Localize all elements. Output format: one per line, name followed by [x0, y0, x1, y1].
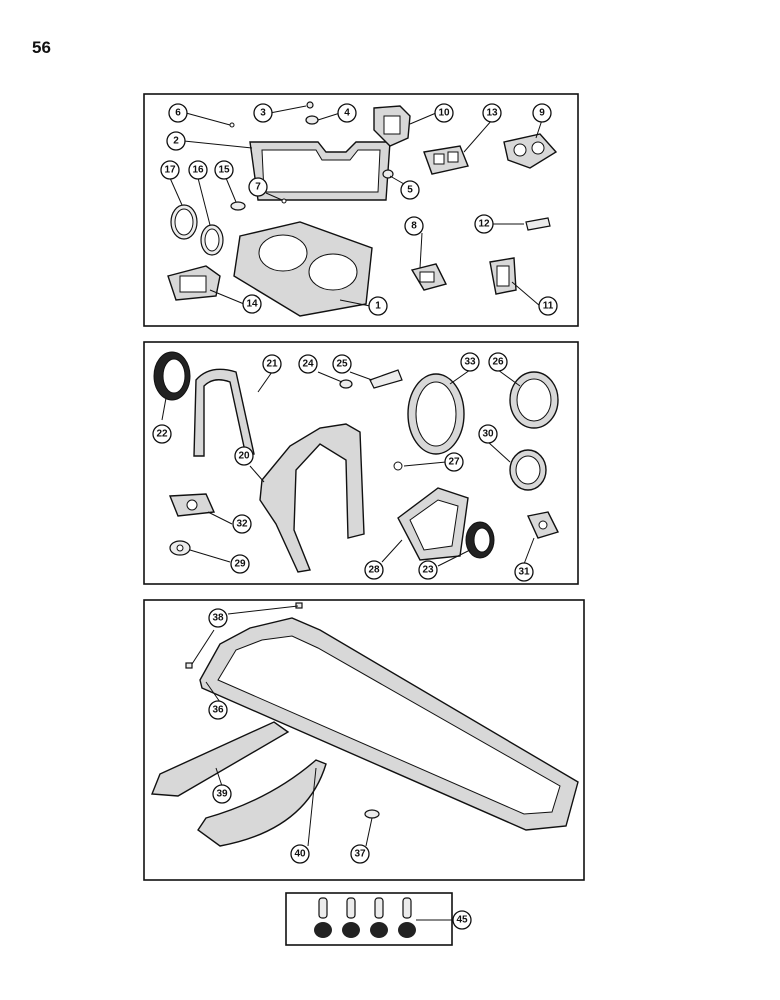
callout-label: 12 [478, 219, 490, 230]
callout-label: 4 [344, 108, 350, 119]
callout-label: 21 [266, 359, 278, 370]
callout-33: 33 [460, 352, 480, 372]
callout-21: 21 [262, 354, 282, 374]
callout-label: 25 [336, 359, 348, 370]
callout-label: 6 [175, 108, 181, 119]
callout-label: 13 [486, 108, 498, 119]
callout-label: 23 [422, 565, 434, 576]
callout-29: 29 [230, 554, 250, 574]
plate-gasket [397, 487, 469, 561]
callout-15: 15 [214, 160, 234, 180]
callout-label: 30 [482, 429, 494, 440]
callout-38: 38 [208, 608, 228, 628]
callout-label: 3 [260, 108, 266, 119]
callout-label: 20 [238, 451, 250, 462]
page-number: 56 [32, 38, 51, 57]
manifold-gaskets [167, 105, 558, 301]
callout-17: 17 [160, 160, 180, 180]
small-flange-gaskets [168, 369, 559, 556]
callout-13: 13 [482, 103, 502, 123]
rocker-cover-gasket [249, 141, 391, 201]
callout-39: 39 [212, 784, 232, 804]
callout-label: 31 [518, 567, 530, 578]
callout-label: 39 [216, 789, 228, 800]
callout-label: 11 [543, 301, 554, 312]
callout-label: 38 [212, 613, 224, 624]
callout-label: 2 [173, 136, 179, 147]
callout-27: 27 [444, 452, 464, 472]
callout-label: 16 [192, 165, 204, 176]
callout-label: 29 [234, 559, 246, 570]
callout-label: 17 [164, 165, 176, 176]
callout-label: 33 [464, 357, 476, 368]
callout-40: 40 [290, 844, 310, 864]
callout-16: 16 [188, 160, 208, 180]
callout-5: 5 [400, 180, 420, 200]
callout-2: 2 [166, 131, 186, 151]
timing-cover-gasket [259, 423, 365, 573]
callout-3: 3 [253, 103, 273, 123]
callout-7: 7 [248, 177, 268, 197]
callout-6: 6 [168, 103, 188, 123]
cylinder-head-gasket [233, 221, 373, 317]
callout-9: 9 [532, 103, 552, 123]
oil-pan-gasket [199, 617, 579, 831]
panel-kit [285, 892, 453, 946]
callout-label: 10 [438, 108, 450, 119]
callout-label: 14 [246, 299, 258, 310]
callout-8: 8 [404, 216, 424, 236]
callout-label: 8 [411, 221, 417, 232]
front-seal [465, 521, 495, 559]
callout-31: 31 [514, 562, 534, 582]
callout-45: 45 [452, 910, 472, 930]
callout-label: 26 [492, 357, 504, 368]
callout-22: 22 [152, 424, 172, 444]
callout-label: 15 [218, 165, 230, 176]
rear-crank-seal [153, 351, 191, 401]
callout-11: 11 [538, 296, 558, 316]
callout-37: 37 [350, 844, 370, 864]
callout-label: 45 [456, 915, 468, 926]
valve-stem-seals [314, 897, 416, 938]
round-flange-gaskets [393, 371, 559, 491]
callout-25: 25 [332, 354, 352, 374]
small-washers [229, 101, 394, 211]
callout-label: 28 [368, 565, 380, 576]
leader-lines [161, 105, 543, 921]
callout-label: 27 [448, 457, 460, 468]
callout-20: 20 [234, 446, 254, 466]
callout-label: 40 [294, 849, 306, 860]
callout-label: 32 [236, 519, 248, 530]
callout-1: 1 [368, 296, 388, 316]
callout-26: 26 [488, 352, 508, 372]
seal-rings [170, 204, 224, 256]
callout-28: 28 [364, 560, 384, 580]
callout-label: 22 [156, 429, 168, 440]
callout-30: 30 [478, 424, 498, 444]
callout-23: 23 [418, 560, 438, 580]
callout-label: 37 [354, 849, 366, 860]
callout-label: 1 [375, 301, 381, 312]
callout-4: 4 [337, 103, 357, 123]
callout-label: 7 [255, 182, 261, 193]
callout-32: 32 [232, 514, 252, 534]
callout-36: 36 [208, 700, 228, 720]
callout-14: 14 [242, 294, 262, 314]
callout-label: 5 [407, 185, 413, 196]
callout-12: 12 [474, 214, 494, 234]
pan-end-gaskets [150, 721, 327, 847]
callout-10: 10 [434, 103, 454, 123]
callout-label: 9 [539, 108, 545, 119]
callout-label: 24 [302, 359, 314, 370]
callout-label: 36 [212, 705, 224, 716]
callout-24: 24 [298, 354, 318, 374]
